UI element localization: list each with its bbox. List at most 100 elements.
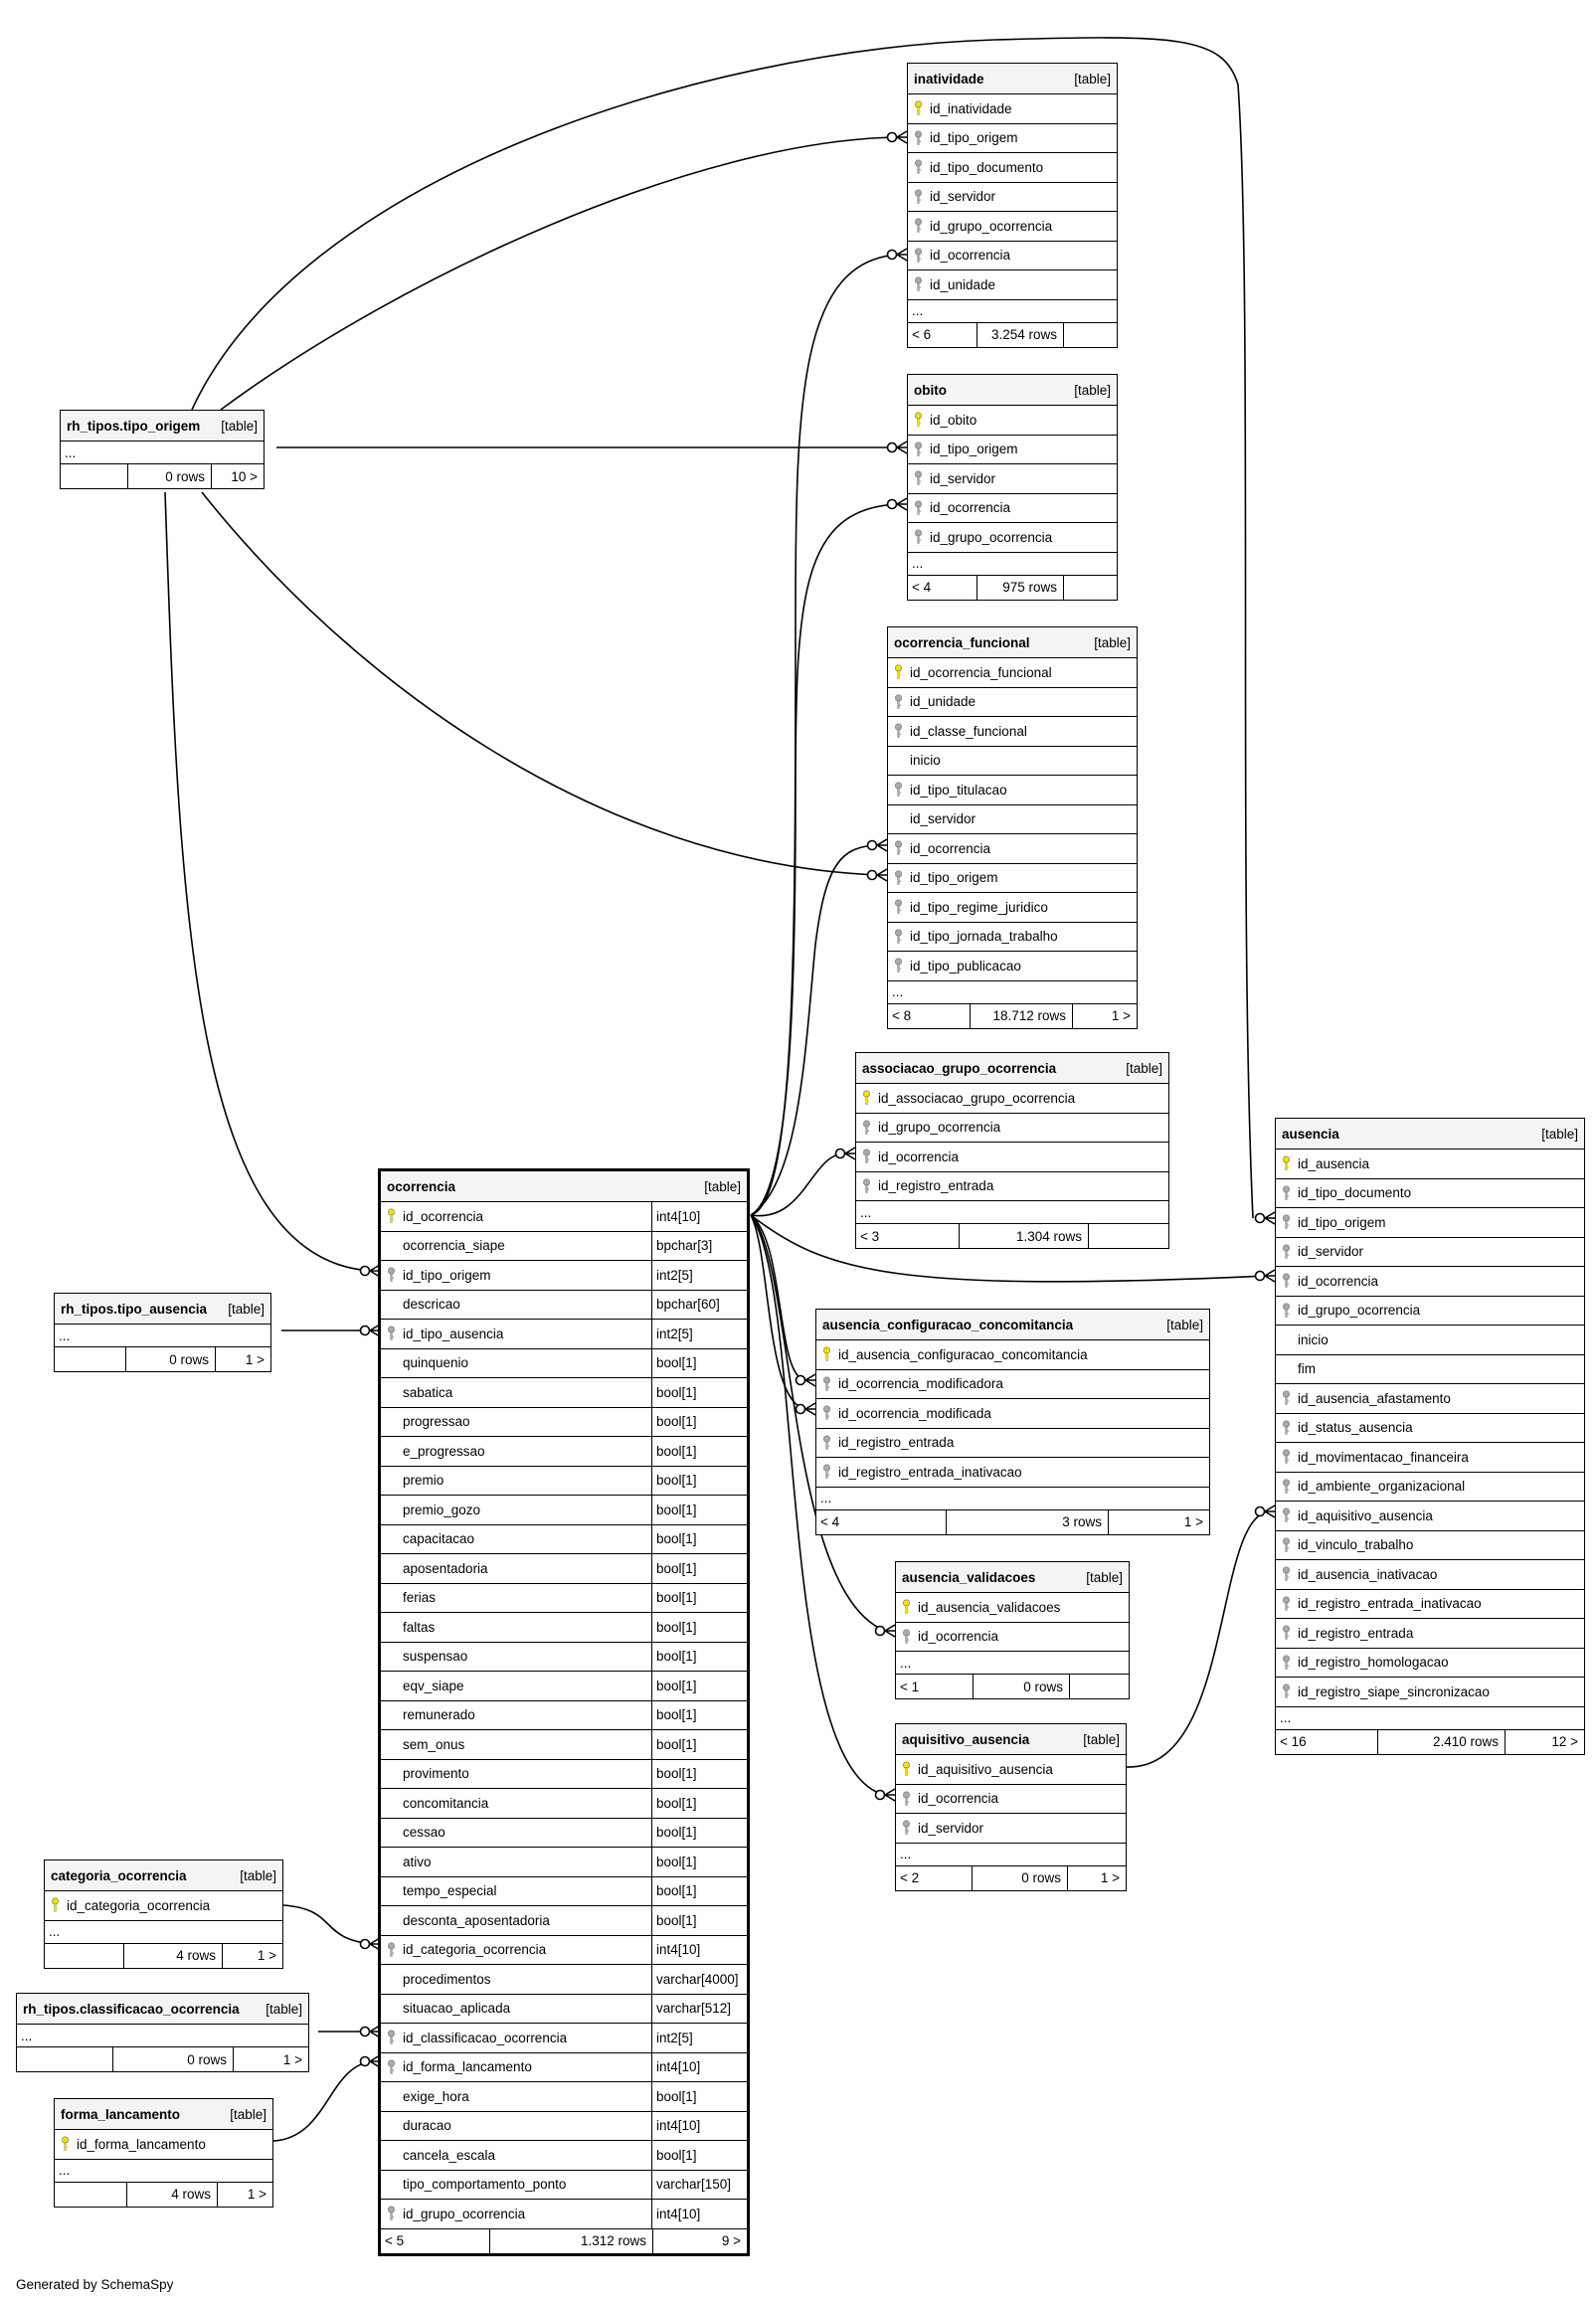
children-count[interactable]: 12 > [1551, 1734, 1578, 1749]
parents-count[interactable]: < 4 [908, 575, 977, 600]
children-count[interactable]: 1 > [1111, 1008, 1131, 1023]
column-row[interactable]: id_ausencia_validacoes [896, 1593, 1129, 1623]
column-row[interactable]: id_tipo_regime_juridico [888, 893, 1137, 923]
column-row[interactable]: id_tipo_jornada_trabalho [888, 923, 1137, 952]
column-row[interactable]: id_vinculo_trabalho [1276, 1531, 1584, 1560]
column-row[interactable]: inicio [888, 747, 1137, 776]
children-count[interactable]: 1 > [1183, 1514, 1203, 1529]
table-associacao-grupo-ocorrencia[interactable]: associacao_grupo_ocorrencia[table]id_ass… [855, 1052, 1169, 1249]
column-row[interactable]: id_tipo_origem [1276, 1208, 1584, 1238]
column-row[interactable]: id_grupo_ocorrencia [908, 212, 1117, 242]
column-row[interactable]: id_servidor [908, 464, 1117, 494]
column-row[interactable]: id_grupo_ocorrencia [1276, 1297, 1584, 1326]
column-row[interactable]: id_ocorrencia_modificada [816, 1399, 1209, 1429]
column-row[interactable]: id_status_ausencia [1276, 1414, 1584, 1443]
table-name[interactable]: inatividade [914, 71, 984, 87]
column-row[interactable]: id_tipo_documento [908, 153, 1117, 183]
column-row[interactable]: id_grupo_ocorrencia [908, 523, 1117, 553]
parents-count[interactable]: < 8 [888, 1003, 971, 1028]
column-row[interactable]: id_servidor [908, 183, 1117, 212]
parents-count[interactable]: < 16 [1276, 1729, 1378, 1754]
parents-count[interactable] [55, 2182, 127, 2207]
column-row[interactable]: id_forma_lancamento [55, 2130, 272, 2160]
table-name[interactable]: ausencia [1282, 1126, 1339, 1142]
column-row[interactable]: id_servidor [1276, 1238, 1584, 1267]
column-row[interactable]: id_servidor [896, 1814, 1126, 1844]
column-row[interactable]: id_registro_entrada [816, 1429, 1209, 1458]
table-ausencia-validacoes[interactable]: ausencia_validacoes[table]id_ausencia_va… [895, 1561, 1130, 1699]
table-name[interactable]: rh_tipos.classificacao_ocorrencia [23, 2001, 240, 2017]
children-count[interactable]: 1 > [257, 1948, 276, 1963]
column-row[interactable]: id_classe_funcional [888, 717, 1137, 747]
children-count[interactable]: 1 > [282, 2051, 302, 2067]
children-count[interactable]: 10 > [231, 468, 258, 484]
table-aquisitivo-ausencia[interactable]: aquisitivo_ausencia[table]id_aquisitivo_… [895, 1723, 1127, 1891]
column-row[interactable]: id_ocorrencia [908, 242, 1117, 270]
table-name[interactable]: aquisitivo_ausencia [902, 1731, 1030, 1747]
table-ausencia-configuracao-concomitancia[interactable]: ausencia_configuracao_concomitancia[tabl… [815, 1309, 1210, 1535]
table-name[interactable]: categoria_ocorrencia [51, 1867, 187, 1883]
column-row[interactable]: id_ocorrencia [896, 1785, 1126, 1814]
column-row[interactable]: id_ocorrencia [1276, 1267, 1584, 1297]
column-row[interactable]: id_inatividade [908, 94, 1117, 124]
table-forma-lancamento[interactable]: forma_lancamento[table]id_forma_lancamen… [54, 2098, 273, 2208]
parents-count[interactable] [61, 464, 128, 488]
column-row[interactable]: id_unidade [908, 270, 1117, 300]
table-name[interactable]: forma_lancamento [61, 2106, 181, 2122]
column-row[interactable]: id_ocorrencia [908, 494, 1117, 523]
children-count[interactable] [1064, 576, 1117, 600]
parents-count[interactable] [17, 2047, 113, 2071]
children-count[interactable] [1064, 323, 1117, 347]
column-row[interactable]: id_aquisitivo_ausencia [1276, 1502, 1584, 1531]
column-row[interactable]: id_registro_siape_sincronizacao [1276, 1678, 1584, 1707]
table-name[interactable]: rh_tipos.tipo_origem [67, 418, 201, 434]
table-rh-tipos-classificacao-ocorrencia[interactable]: rh_tipos.classificacao_ocorrencia[table]… [16, 1993, 309, 2072]
table-name[interactable]: ausencia_configuracao_concomitancia [822, 1317, 1074, 1332]
parents-count[interactable]: < 3 [856, 1224, 960, 1248]
column-row[interactable]: id_ausencia [1276, 1150, 1584, 1179]
column-row[interactable]: id_registro_homologacao [1276, 1649, 1584, 1678]
children-count[interactable] [1089, 1224, 1168, 1248]
parents-count[interactable]: < 6 [908, 322, 977, 347]
column-row[interactable]: id_registro_entrada_inativacao [816, 1458, 1209, 1488]
table-name[interactable]: ocorrencia_funcional [894, 634, 1030, 650]
parents-count[interactable]: < 5 [381, 2228, 490, 2253]
column-row[interactable]: id_registro_entrada [1276, 1619, 1584, 1649]
parents-count[interactable] [55, 1347, 126, 1371]
column-row[interactable]: id_tipo_origem [908, 124, 1117, 153]
column-row[interactable]: id_tipo_origem [888, 864, 1137, 893]
column-row[interactable]: id_ausencia_inativacao [1276, 1560, 1584, 1590]
table-ocorrencia-funcional[interactable]: ocorrencia_funcional[table]id_ocorrencia… [887, 626, 1138, 1029]
